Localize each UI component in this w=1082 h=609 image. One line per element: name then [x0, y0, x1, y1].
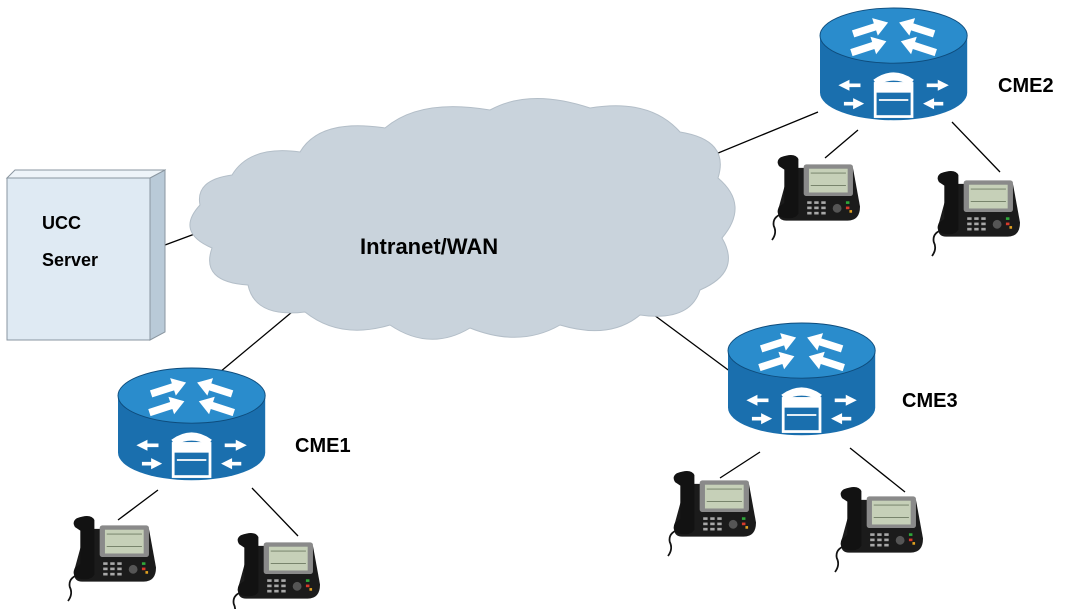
voice-router-icon: [116, 366, 267, 482]
voice-router-icon: [818, 6, 969, 122]
router-label-cme2: CME2: [998, 75, 1054, 97]
link-cloud-cme1: [219, 311, 293, 373]
voice-router-icon: [726, 321, 877, 437]
server-label-line1: UCC: [42, 213, 81, 233]
link-cme2-phone1: [824, 129, 859, 159]
link-cme1-phone2: [251, 487, 299, 537]
ip-phone-icon: [231, 532, 321, 609]
link-cme3-phone1: [719, 451, 761, 479]
ip-phone-icon: [667, 470, 757, 557]
link-cme1-phone1: [117, 489, 159, 521]
network-cloud-icon: Intranet/WAN: [189, 97, 736, 340]
ip-phone-icon: [834, 486, 924, 573]
cloud-label: Intranet/WAN: [360, 234, 498, 259]
server-label-line2: Server: [42, 250, 98, 270]
link-cme2-phone2: [951, 121, 1001, 173]
link-cloud-cme3: [649, 311, 736, 376]
router-label-cme3: CME3: [902, 390, 958, 412]
link-cme3-phone2: [849, 447, 906, 493]
ip-phone-icon: [931, 170, 1021, 257]
router-label-cme1: CME1: [295, 435, 351, 457]
server-box-icon: UCC Server: [5, 169, 167, 341]
ip-phone-icon: [771, 154, 861, 241]
ip-phone-icon: [67, 515, 157, 602]
